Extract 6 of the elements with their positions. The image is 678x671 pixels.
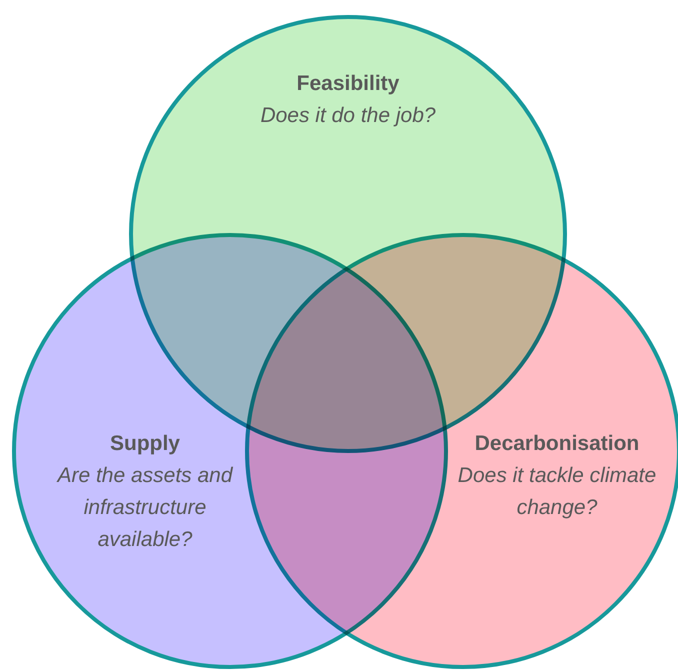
circle-question: Does it do the job? — [259, 103, 437, 129]
circle-question: Does it tackle climate change? — [456, 463, 658, 521]
circle-heading: Supply — [108, 431, 181, 457]
circle-heading: Decarbonisation — [474, 431, 640, 457]
circle-heading: Feasibility — [296, 71, 400, 97]
circle-question: Are the assets and infrastructure available? — [56, 463, 234, 553]
